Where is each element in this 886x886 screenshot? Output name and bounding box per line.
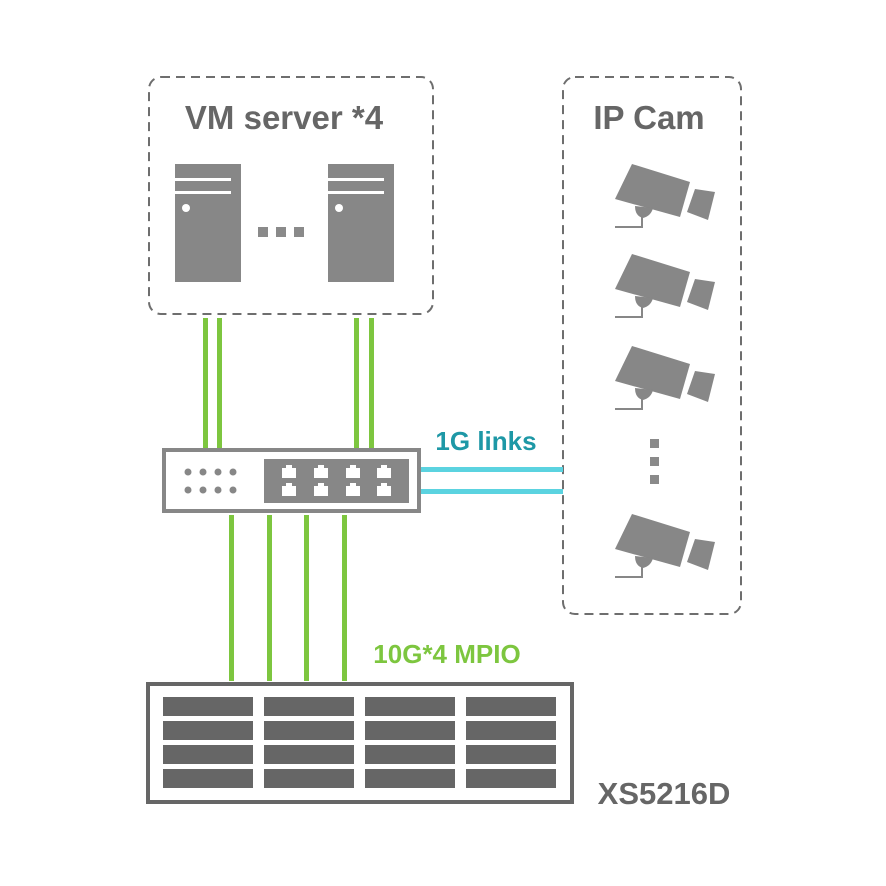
switch-indicator-leds	[184, 468, 237, 494]
storage-array	[146, 682, 574, 804]
storage-links	[229, 515, 347, 681]
network-switch	[162, 448, 421, 513]
ellipsis-horizontal-icon	[258, 227, 304, 237]
cam-group-title: IP Cam	[593, 99, 704, 136]
server-icon	[175, 164, 241, 282]
camera-links	[421, 467, 563, 494]
links-1g-label: 1G links	[435, 426, 536, 456]
links-10g-label: 10G*4 MPIO	[373, 639, 520, 669]
storage-model-label: XS5216D	[598, 776, 731, 811]
camera-icon	[615, 346, 715, 410]
camera-icon	[615, 254, 715, 318]
switch-ports	[282, 465, 391, 496]
vm-group-title: VM server *4	[185, 99, 384, 136]
server-links	[203, 318, 374, 449]
server-icon	[328, 164, 394, 282]
camera-icon	[615, 514, 715, 578]
ellipsis-vertical-icon	[650, 439, 659, 484]
ip-cam-group	[562, 76, 742, 615]
camera-icon	[615, 164, 715, 228]
drive-bays	[163, 697, 556, 788]
